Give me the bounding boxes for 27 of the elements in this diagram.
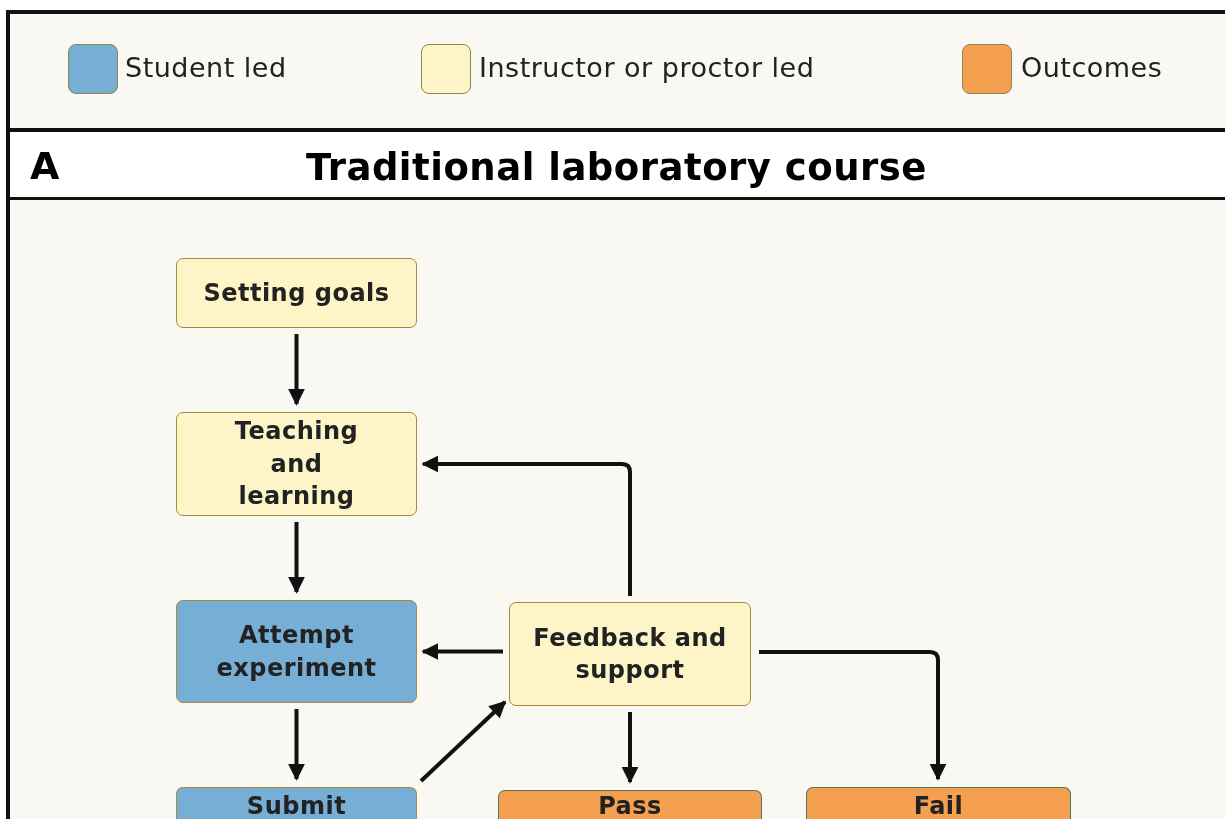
arrow bbox=[288, 522, 305, 594]
arrow bbox=[421, 643, 503, 660]
arrow bbox=[288, 334, 305, 406]
box-label: Pass bbox=[598, 792, 662, 819]
process-box bbox=[176, 258, 417, 328]
process-box bbox=[176, 412, 417, 516]
process-box bbox=[176, 600, 417, 703]
legend-label: Student led bbox=[125, 52, 287, 83]
process-box bbox=[509, 602, 751, 706]
arrow bbox=[288, 709, 305, 781]
process-box bbox=[806, 787, 1071, 819]
box-label: Attempt experiment bbox=[215, 620, 378, 684]
arrow bbox=[759, 650, 947, 781]
box-label: Teaching and learning bbox=[233, 416, 360, 513]
arrow bbox=[421, 455, 632, 596]
panel-letter: A bbox=[30, 144, 60, 188]
panel-title: Traditional laboratory course bbox=[306, 146, 927, 189]
box-label: Feedback and support bbox=[532, 622, 728, 686]
process-box bbox=[498, 790, 762, 819]
process-box bbox=[176, 787, 417, 819]
arrow bbox=[419, 700, 507, 783]
arrow bbox=[621, 712, 639, 784]
box-label: Setting goals bbox=[203, 277, 390, 309]
legend-label: Outcomes bbox=[1021, 52, 1163, 83]
box-label: Fail bbox=[913, 792, 964, 819]
box-label: Submit bbox=[246, 792, 347, 819]
legend-label: Instructor or proctor led bbox=[479, 52, 815, 83]
